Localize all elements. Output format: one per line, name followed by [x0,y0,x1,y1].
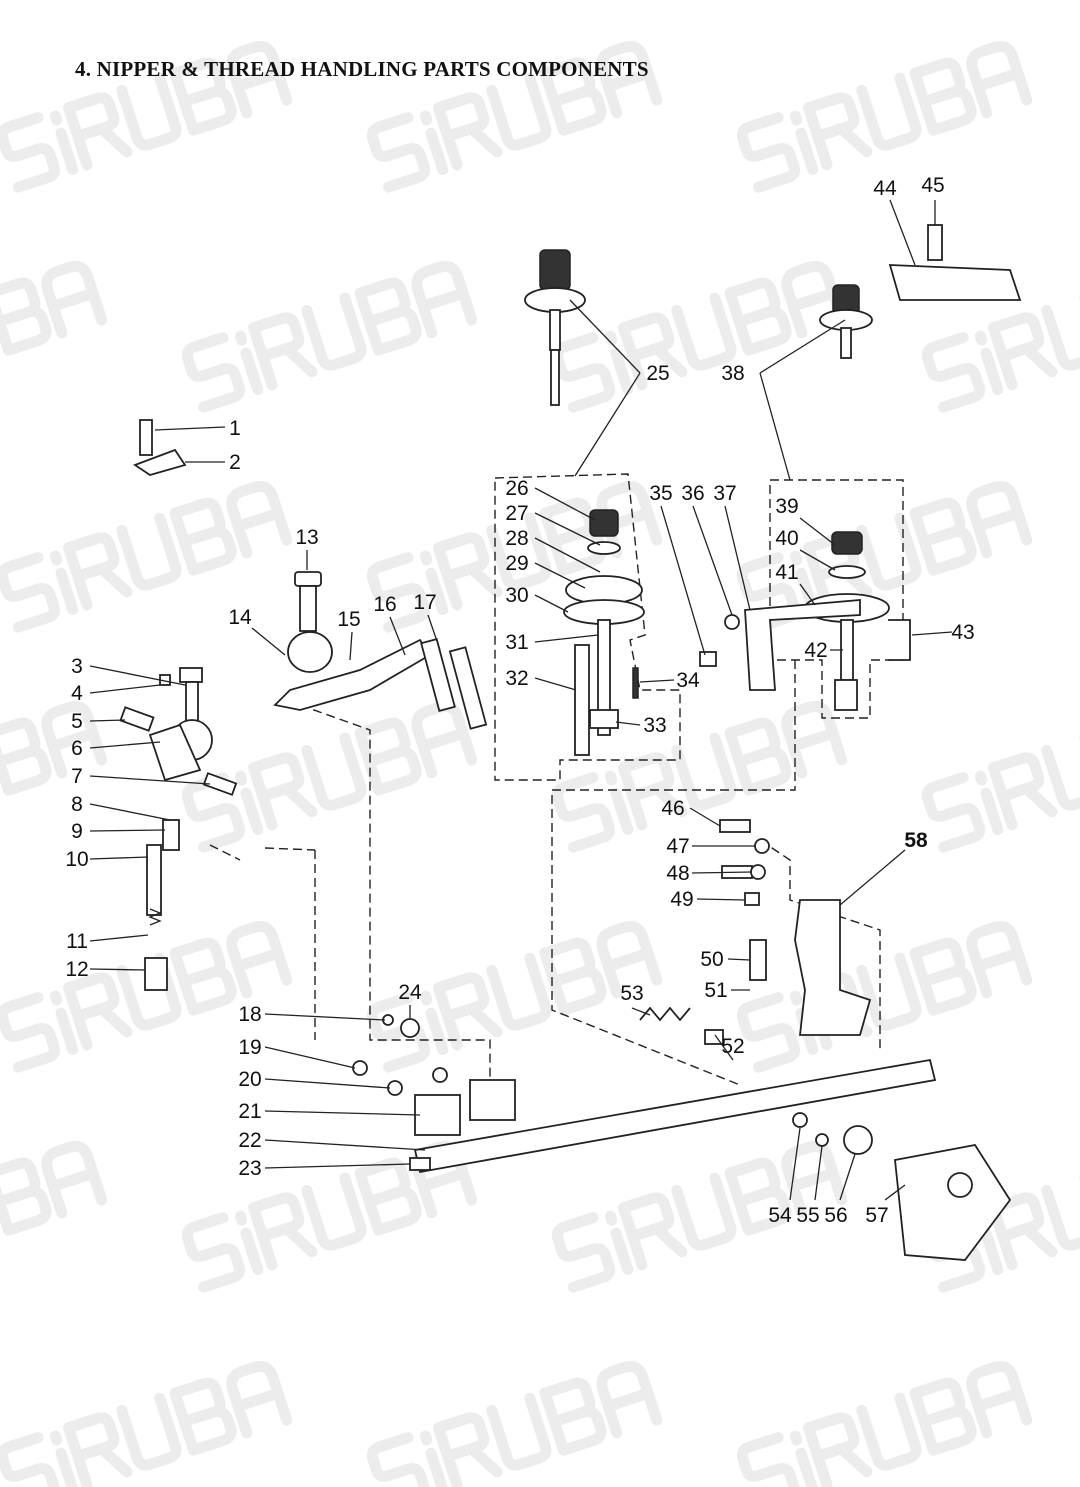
bracket-44 [888,224,1022,301]
callout-label-2: 2 [229,451,241,474]
screw-1-bracket-2 [133,419,187,476]
callout-label-14: 14 [228,606,252,629]
thread-guide-13-17 [273,571,488,730]
callout-label-12: 12 [65,958,88,981]
tension-parts-39-42 [804,531,911,711]
callout-label-15: 15 [337,608,360,631]
callout-label-18: 18 [238,1003,261,1026]
callout-label-24: 24 [398,981,422,1004]
callout-label-25: 25 [646,362,669,385]
callout-label-32: 32 [505,667,528,690]
callout-label-29: 29 [505,552,528,575]
callout-label-13: 13 [295,526,318,549]
plate-57 [792,1112,1012,1261]
group-box-25 [494,473,681,781]
callout-label-39: 39 [775,495,798,518]
callout-label-3: 3 [71,655,83,678]
callout-label-45: 45 [921,174,944,197]
callout-label-54: 54 [768,1204,792,1227]
callout-label-9: 9 [71,820,83,843]
thread-bar-22 [352,1014,937,1174]
callout-label-27: 27 [505,502,528,525]
callout-label-51: 51 [704,979,727,1002]
callout-label-37: 37 [713,482,736,505]
leader-lines [89,199,953,1201]
callout-label-8: 8 [71,793,83,816]
callout-label-40: 40 [775,527,798,550]
callout-label-4: 4 [71,682,83,705]
callout-label-58: 58 [904,829,928,852]
callout-label-31: 31 [505,631,528,654]
callout-label-48: 48 [666,862,689,885]
callout-label-35: 35 [649,482,672,505]
callout-label-33: 33 [643,714,666,737]
bracket-37 [699,599,861,691]
callout-label-16: 16 [373,593,396,616]
callout-label-42: 42 [804,639,827,662]
callout-label-5: 5 [71,710,83,733]
callout-label-23: 23 [238,1157,261,1180]
callout-label-17: 17 [413,591,436,614]
callout-label-50: 50 [700,948,723,971]
tension-parts-26-33 [563,509,645,756]
callout-label-28: 28 [505,527,528,550]
callout-label-43: 43 [951,621,974,644]
callout-label-26: 26 [505,477,528,500]
callout-label-10: 10 [65,848,88,871]
nipper-parts-3-12 [119,667,238,991]
bracket-58 [639,819,872,1045]
callout-label-47: 47 [666,835,689,858]
callout-label-44: 44 [873,177,897,200]
callout-label-56: 56 [824,1204,847,1227]
callout-label-7: 7 [71,765,83,788]
callout-label-38: 38 [721,362,744,385]
callout-label-49: 49 [670,888,693,911]
callout-label-57: 57 [865,1204,888,1227]
callout-label-46: 46 [661,797,684,820]
callout-label-19: 19 [238,1036,261,1059]
dash-link [759,839,881,1050]
callout-label-53: 53 [620,982,643,1005]
callout-label-41: 41 [775,561,798,584]
callout-label-22: 22 [238,1129,261,1152]
callout-label-6: 6 [71,737,83,760]
tension-assembly-38 [819,284,873,359]
dash-link [209,844,316,861]
dash-link [551,660,796,1086]
callout-label-30: 30 [505,584,528,607]
callout-label-11: 11 [66,930,88,953]
callout-label-55: 55 [796,1204,819,1227]
callout-label-52: 52 [721,1035,744,1058]
callout-label-36: 36 [681,482,704,505]
dash-link [299,704,491,1080]
tension-assembly-25 [524,249,586,406]
callout-label-21: 21 [238,1100,261,1123]
callout-label-20: 20 [238,1068,261,1091]
page-title: 4. NIPPER & THREAD HANDLING PARTS COMPON… [75,57,649,81]
callout-label-1: 1 [229,417,241,440]
callout-label-34: 34 [676,669,700,692]
